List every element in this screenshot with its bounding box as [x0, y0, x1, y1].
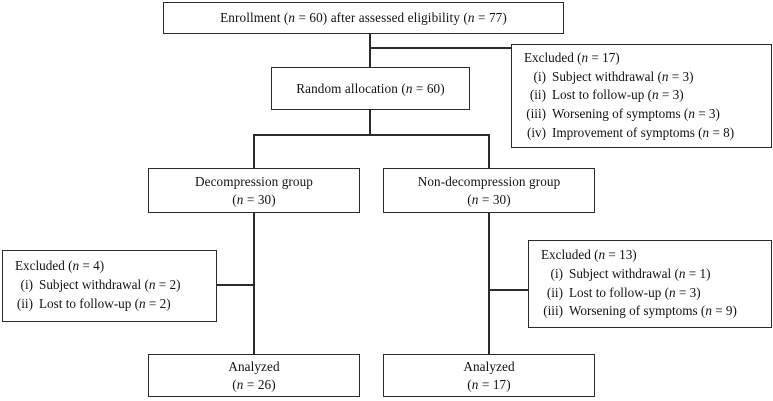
list-marker: (ii)	[529, 87, 546, 103]
box-non-decompression-group: Non-decompression group (n = 30)	[383, 168, 595, 213]
box-random-allocation: Random allocation (n = 60)	[271, 67, 470, 110]
box-excluded-right: Excluded (n = 13) (i) Subject withdrawal…	[528, 240, 772, 328]
list-marker: (i)	[550, 265, 563, 281]
non-decompression-group-count: (n = 30)	[467, 191, 511, 207]
list-text: Subject withdrawal (n = 2)	[39, 277, 181, 293]
list-item: (i) Subject withdrawal (n = 1)	[529, 265, 737, 284]
excluded-left-heading: Excluded (n = 4)	[15, 258, 105, 274]
connector-to-excluded-right	[488, 289, 529, 291]
list-item: (iv) Improvement of symptoms (n = 8)	[512, 124, 734, 143]
list-marker: (iv)	[526, 124, 546, 140]
analyzed-left-title: Analyzed	[228, 358, 280, 374]
connector-split-bar	[253, 134, 490, 136]
list-marker: (i)	[533, 68, 546, 84]
box-excluded-top: Excluded (n = 17) (i) Subject withdrawal…	[511, 44, 772, 148]
box-analyzed-left: Analyzed (n = 26)	[148, 354, 360, 397]
excluded-left-list: (i) Subject withdrawal (n = 2) (ii) Lost…	[3, 276, 181, 313]
list-text: Worsening of symptoms (n = 3)	[552, 106, 720, 121]
list-item: (ii) Lost to follow-up (n = 3)	[529, 284, 737, 303]
excluded-right-list: (i) Subject withdrawal (n = 1) (ii) Lost…	[529, 265, 737, 321]
excluded-right-heading: Excluded (n = 13)	[541, 246, 637, 262]
connector-group-right-to-analyzed	[488, 213, 490, 355]
list-item: (ii) Lost to follow-up (n = 3)	[512, 86, 734, 105]
analyzed-left-count: (n = 26)	[232, 376, 276, 392]
connector-to-excluded-top	[369, 47, 512, 49]
list-text: Worsening of symptoms (n = 9)	[569, 303, 737, 319]
connector-split-to-group-right	[488, 134, 490, 169]
list-text: Lost to follow-up (n = 3)	[569, 284, 701, 300]
excluded-top-heading: Excluded (n = 17)	[524, 49, 620, 65]
box-enrollment: Enrollment (n = 60) after assessed eligi…	[163, 2, 564, 34]
allocation-label: Random allocation (n = 60)	[296, 80, 445, 96]
enrollment-label: Enrollment (n = 60) after assessed eligi…	[220, 10, 507, 26]
box-decompression-group: Decompression group (n = 30)	[148, 168, 360, 213]
box-excluded-left: Excluded (n = 4) (i) Subject withdrawal …	[2, 250, 217, 322]
list-item: (iii) Worsening of symptoms (n = 3)	[512, 105, 734, 124]
list-text: Improvement of symptoms (n = 8)	[552, 124, 735, 140]
analyzed-right-title: Analyzed	[463, 358, 515, 374]
list-text: Subject withdrawal (n = 3)	[552, 68, 694, 84]
list-item: (i) Subject withdrawal (n = 2)	[3, 276, 181, 295]
list-item: (iii) Worsening of symptoms (n = 9)	[529, 302, 737, 321]
box-analyzed-right: Analyzed (n = 17)	[383, 354, 595, 397]
connector-allocation-down	[369, 110, 371, 136]
list-item: (ii) Lost to follow-up (n = 2)	[3, 295, 181, 314]
list-text: Lost to follow-up (n = 2)	[39, 296, 171, 311]
decompression-group-count: (n = 30)	[232, 191, 276, 207]
list-text: Lost to follow-up (n = 3)	[552, 87, 684, 103]
connector-enrollment-to-allocation	[369, 33, 371, 67]
decompression-group-title: Decompression group	[195, 173, 313, 189]
list-item: (i) Subject withdrawal (n = 3)	[512, 68, 734, 87]
non-decompression-group-title: Non-decompression group	[417, 173, 561, 189]
list-text: Subject withdrawal (n = 1)	[569, 265, 711, 281]
analyzed-right-count: (n = 17)	[467, 376, 511, 392]
list-marker: (iii)	[543, 303, 563, 319]
list-marker: (ii)	[16, 296, 33, 311]
list-marker: (ii)	[546, 284, 563, 300]
connector-to-excluded-left	[216, 284, 254, 286]
connector-split-to-group-left	[253, 134, 255, 169]
list-marker: (iii)	[526, 106, 546, 121]
list-marker: (i)	[20, 277, 33, 293]
excluded-top-list: (i) Subject withdrawal (n = 3) (ii) Lost…	[512, 68, 734, 143]
